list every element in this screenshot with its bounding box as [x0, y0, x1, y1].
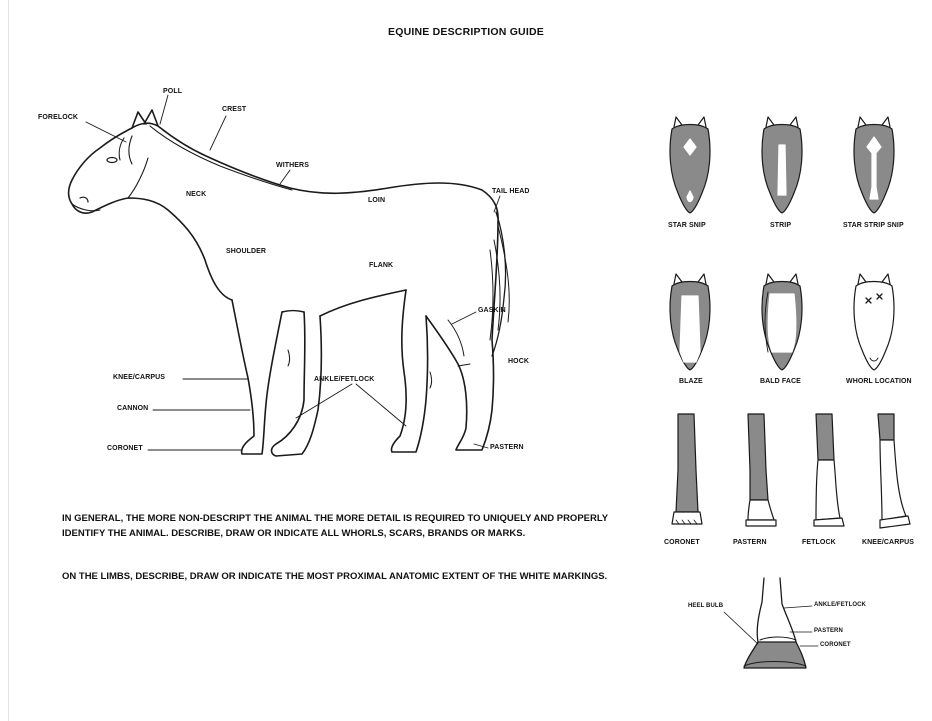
caption-leg-coronet: CORONET: [664, 539, 700, 546]
label-ankle-fetlock: ANKLE/FETLOCK: [314, 376, 374, 383]
label-poll: POLL: [163, 88, 182, 95]
caption-strip: STRIP: [770, 222, 791, 229]
face-bald-face: [762, 274, 802, 370]
note-general-detail: IN GENERAL, THE MORE NON-DESCRIPT THE AN…: [62, 512, 614, 541]
label-forelock: FORELOCK: [38, 114, 78, 121]
face-whorl-location: [854, 274, 894, 370]
caption-leg-pastern: PASTERN: [733, 539, 767, 546]
leg-knee-carpus: [878, 414, 910, 528]
note-limb-markings: ON THE LIMBS, DESCRIBE, DRAW OR INDICATE…: [62, 570, 622, 585]
label-tail-head: TAIL HEAD: [492, 188, 530, 195]
hoof-label-pastern: PASTERN: [814, 628, 843, 634]
caption-leg-fetlock: FETLOCK: [802, 539, 836, 546]
caption-whorl-location: WHORL LOCATION: [846, 378, 912, 385]
label-shoulder: SHOULDER: [226, 248, 266, 255]
label-knee-carpus: KNEE/CARPUS: [113, 374, 165, 381]
label-hock: HOCK: [508, 358, 529, 365]
face-star-strip-snip: [854, 117, 894, 213]
label-gaskin: GASKIN: [478, 307, 506, 314]
hoof-label-ankle-fetlock: ANKLE/FETLOCK: [814, 602, 866, 608]
caption-leg-knee-carpus: KNEE/CARPUS: [862, 539, 914, 546]
face-star-snip: [670, 117, 710, 213]
caption-star-snip: STAR SNIP: [668, 222, 706, 229]
hoof-label-coronet: CORONET: [820, 642, 851, 648]
label-withers: WITHERS: [276, 162, 309, 169]
caption-bald-face: BALD FACE: [760, 378, 801, 385]
face-strip: [762, 117, 802, 213]
label-flank: FLANK: [369, 262, 393, 269]
label-loin: LOIN: [368, 197, 385, 204]
label-cannon: CANNON: [117, 405, 148, 412]
face-blaze: [670, 274, 710, 370]
face-marking-illustrations: [670, 117, 894, 370]
caption-star-strip-snip: STAR STRIP SNIP: [843, 222, 904, 229]
leg-marking-illustrations: [672, 414, 910, 528]
label-coronet: CORONET: [107, 445, 143, 452]
leg-fetlock: [814, 414, 844, 526]
leg-coronet: [672, 414, 702, 524]
label-pastern: PASTERN: [490, 444, 524, 451]
label-crest: CREST: [222, 106, 246, 113]
label-neck: NECK: [186, 191, 206, 198]
caption-blaze: BLAZE: [679, 378, 703, 385]
hoof-detail-illustration: [724, 578, 818, 668]
hoof-label-heel-bulb: HEEL BULB: [688, 603, 723, 609]
leg-pastern: [746, 414, 776, 526]
horse-leader-lines: [86, 95, 500, 450]
